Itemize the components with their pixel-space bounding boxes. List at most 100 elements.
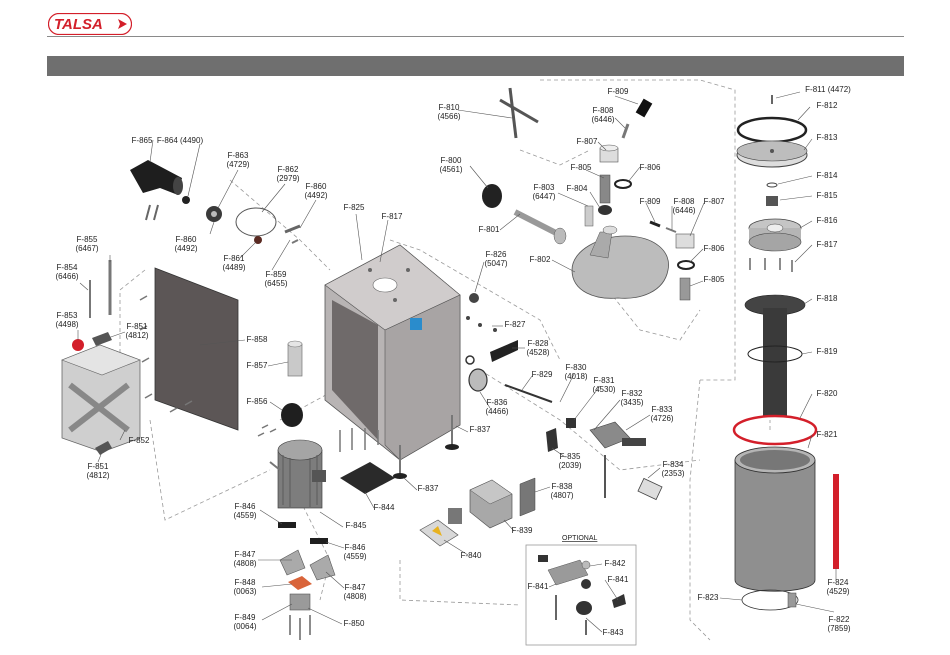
part-label-f-833: F-833(4726) — [650, 405, 673, 423]
part-label-f-828: F-828(4528) — [526, 339, 549, 357]
handle-part — [130, 160, 183, 195]
part-label-f-805a: F-805 — [571, 163, 592, 172]
part-label-f-841a: F-841 — [528, 582, 549, 591]
part-label-f-857: F-857 — [247, 361, 268, 370]
part-label-f-841b: F-841 — [608, 575, 629, 584]
part-label-f-818: F-818 — [817, 294, 838, 303]
part-label-f-802: F-802 — [530, 255, 551, 264]
electrical-box — [61, 344, 141, 453]
part-label-f-808a: F-808(6446) — [591, 106, 614, 124]
cap-side — [675, 233, 695, 249]
part-label-f-827: F-827 — [505, 320, 526, 329]
caster-block — [289, 593, 311, 611]
part-label-f-856: F-856 — [247, 397, 268, 406]
connector-part — [637, 477, 663, 501]
mount-pad-b — [310, 538, 328, 544]
part-label-f-848: F-848(0063) — [233, 578, 256, 596]
part-label-f-837a: F-837 — [470, 425, 491, 434]
red-gasket — [732, 414, 818, 446]
logo-badge — [410, 318, 422, 330]
mount-pad-a — [278, 522, 296, 528]
part-label-f-863: F-863(4729) — [226, 151, 249, 169]
small-fitting — [469, 293, 479, 303]
part-label-f-826: F-826(5047) — [484, 250, 507, 268]
part-label-f-830: F-830(4018) — [564, 363, 587, 381]
motor-plate — [340, 462, 395, 494]
part-label-f-807b: F-807 — [704, 197, 725, 206]
valve-body — [589, 421, 646, 498]
part-label-f-803: F-803(6447) — [532, 183, 555, 201]
motor-assembly — [269, 439, 326, 509]
part-label-f-837b: F-837 — [418, 484, 439, 493]
part-label-f-801: F-801 — [479, 225, 500, 234]
mount-bracket-a — [279, 549, 306, 576]
top-gasket — [736, 116, 808, 144]
part-label-f-845: F-845 — [346, 521, 367, 530]
red-rod — [833, 474, 839, 569]
part-label-f-846b: F-846(4559) — [343, 543, 366, 561]
logo-text: TALSA — [54, 16, 103, 33]
wheel-part — [281, 403, 303, 427]
part-label-f-852: F-852 — [129, 436, 150, 445]
assembly-guides — [119, 79, 771, 641]
screw-pair — [145, 204, 159, 221]
part-label-f-812: F-812 — [817, 101, 838, 110]
pin-part — [284, 224, 301, 234]
panel-screws — [139, 295, 193, 413]
part-label-f-862: F-862(2979) — [276, 165, 299, 183]
part-label-f-859: F-859(6455) — [264, 270, 287, 288]
part-label-f-807a: F-807 — [577, 137, 598, 146]
part-label-f-821: F-821 — [817, 430, 838, 439]
part-label-f-860b: F-860(4492) — [304, 182, 327, 200]
junction-box — [469, 479, 513, 529]
part-labels: F-865 F-864 (4490) F-863(4729) F-862(2979) F… — [55, 85, 851, 637]
cabinet-frame — [324, 244, 461, 461]
left-panel-group — [61, 160, 303, 455]
part-label-f-813: F-813 — [817, 133, 838, 142]
part-label-f-815: F-815 — [817, 191, 838, 200]
title-band — [47, 56, 904, 76]
part-label-f-847b: F-847(4808) — [343, 583, 366, 601]
long-rod — [504, 384, 553, 403]
part-label-f-844: F-844 — [374, 503, 395, 512]
drive-shaft — [513, 209, 562, 238]
part-label-f-805b: F-805 — [704, 275, 725, 284]
part-label-f-851b: F-851(4812) — [86, 462, 109, 480]
mount-bracket-b — [309, 554, 336, 581]
header-rule — [47, 36, 904, 37]
oring-part — [235, 207, 277, 237]
part-label-f-829: F-829 — [532, 370, 553, 379]
part-label-f-865: F-865 — [132, 136, 153, 145]
cap-top — [599, 144, 619, 163]
part-label-f-817a: F-817 — [382, 212, 403, 221]
optional-box: OPTIONAL — [525, 535, 637, 646]
side-panel — [154, 267, 239, 431]
part-label-f-809a: F-809 — [608, 87, 629, 96]
part-label-f-811: F-811 (4472) — [805, 85, 851, 94]
terminal-block — [448, 508, 462, 524]
part-label-f-864: F-864 (4490) — [157, 136, 204, 145]
cap-part — [182, 196, 190, 204]
part-label-f-847a: F-847(4808) — [233, 550, 256, 568]
part-label-f-800: F-800(4561) — [439, 156, 462, 174]
part-label-f-850: F-850 — [344, 619, 365, 628]
door-handle — [490, 340, 518, 362]
part-label-f-851a: F-851(4812) — [125, 322, 148, 340]
small-handle — [635, 98, 653, 118]
part-label-f-846a: F-846(4559) — [233, 502, 256, 520]
cylinder-part — [287, 343, 303, 377]
cross-handle — [499, 87, 539, 139]
part-label-f-838: F-838(4807) — [550, 482, 573, 500]
switch-parts — [546, 418, 576, 452]
filter-column — [732, 95, 818, 611]
part-label-f-824: F-824(4529) — [826, 578, 849, 596]
part-label-f-834: F-834(2353) — [661, 460, 684, 478]
part-label-f-814: F-814 — [817, 171, 838, 180]
part-label-f-806a: F-806 — [640, 163, 661, 172]
part-label-f-832: F-832(3435) — [620, 389, 643, 407]
part-label-f-825: F-825 — [344, 203, 365, 212]
part-label-f-855: F-855(6467) — [75, 235, 98, 253]
talsa-logo: TALSA — [48, 13, 132, 35]
part-label-f-835: F-835(2039) — [558, 452, 581, 470]
